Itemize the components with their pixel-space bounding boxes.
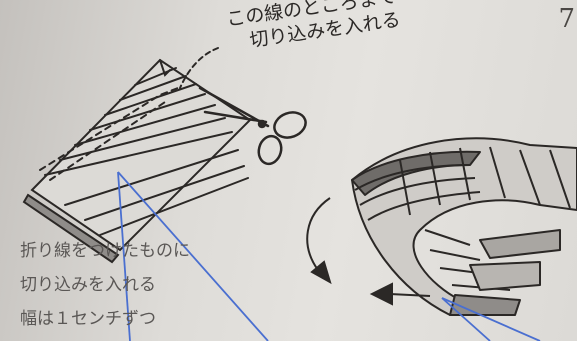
caption-left-line-2: 切り込みを入れる [20, 275, 156, 295]
curved-fan-drawing [351, 137, 577, 316]
curved-arrow-icon [306, 197, 332, 285]
scissors-icon [198, 86, 307, 166]
caption-left-line-1: 折り線をつけたものに [20, 241, 190, 261]
caption-instructions: 折り線をつけたものに 切り込みを入れる 幅は１センチずつ [20, 234, 190, 336]
caption-left-line-3: 幅は１センチずつ [20, 309, 156, 329]
page-number: 7 [558, 4, 575, 34]
folded-paper-drawing [22, 47, 252, 264]
left-arrow-icon [369, 282, 431, 306]
annotation-lines [117, 171, 541, 341]
